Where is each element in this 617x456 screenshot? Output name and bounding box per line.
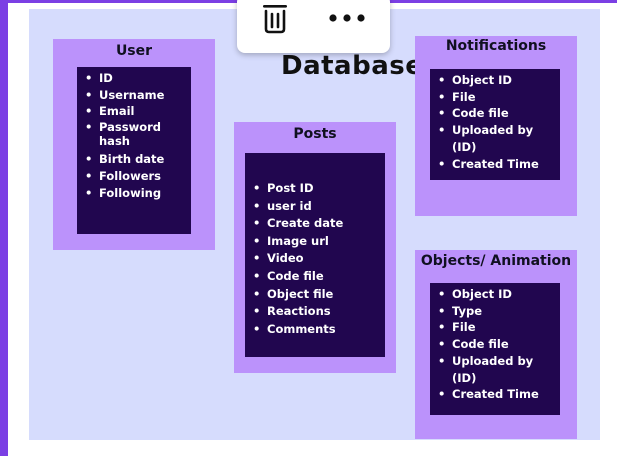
table-card-notifications[interactable]: Notifications Object ID File Code file U… — [415, 36, 577, 216]
table-title-objects-animation: Objects/ Animation — [420, 253, 572, 269]
table-card-objects-animation[interactable]: Objects/ Animation Object ID Type File C… — [415, 250, 577, 439]
field-item: ID — [85, 70, 191, 87]
element-toolbar — [237, 0, 390, 53]
field-item: Object ID — [438, 286, 560, 303]
field-item: Image url — [253, 233, 385, 251]
field-item: Comments — [253, 321, 385, 339]
field-item: Code file — [253, 268, 385, 286]
table-fields-objects-animation: Object ID Type File Code file Uploaded b… — [430, 283, 560, 415]
field-item: Followers — [85, 168, 191, 185]
selection-frame-left — [0, 0, 8, 456]
field-item: Code file — [438, 105, 560, 122]
field-item: Object file — [253, 286, 385, 304]
table-card-posts[interactable]: Posts Post ID user id Create date Image … — [234, 122, 396, 373]
table-fields-posts: Post ID user id Create date Image url Vi… — [245, 153, 385, 357]
field-item: File — [438, 89, 560, 106]
field-item: Reactions — [253, 303, 385, 321]
table-card-user[interactable]: User ID Username Email Password hash Bir… — [53, 39, 215, 250]
field-item: Object ID — [438, 72, 560, 89]
diagram-canvas[interactable]: Database User ID Username Email Password… — [29, 9, 600, 440]
field-item: Following — [85, 185, 191, 202]
field-item: Username — [85, 87, 191, 104]
field-item: File — [438, 319, 560, 336]
field-item: Type — [438, 303, 560, 320]
table-title-posts: Posts — [293, 126, 337, 142]
field-item: Create date — [253, 215, 385, 233]
field-item: Post ID — [253, 180, 385, 198]
table-fields-user: ID Username Email Password hash Birth da… — [77, 67, 191, 234]
field-item: user id — [253, 198, 385, 216]
table-title-user: User — [115, 43, 153, 59]
table-title-notifications: Notifications — [445, 38, 547, 54]
more-options-button[interactable] — [323, 0, 371, 38]
diagram-title: Database — [281, 51, 424, 81]
delete-button[interactable] — [253, 0, 297, 38]
field-item: Video — [253, 250, 385, 268]
field-item: Uploaded by (ID) — [438, 122, 560, 155]
field-item: Code file — [438, 336, 560, 353]
field-item: Password hash — [85, 120, 169, 148]
field-item: Birth date — [85, 151, 191, 168]
field-item: Email — [85, 103, 191, 120]
more-icon — [329, 14, 365, 22]
trash-icon — [263, 5, 287, 34]
field-item: Uploaded by (ID) — [438, 353, 560, 386]
field-item: Created Time — [438, 386, 560, 403]
field-item: Created Time — [438, 156, 560, 173]
table-fields-notifications: Object ID File Code file Uploaded by (ID… — [430, 69, 560, 180]
